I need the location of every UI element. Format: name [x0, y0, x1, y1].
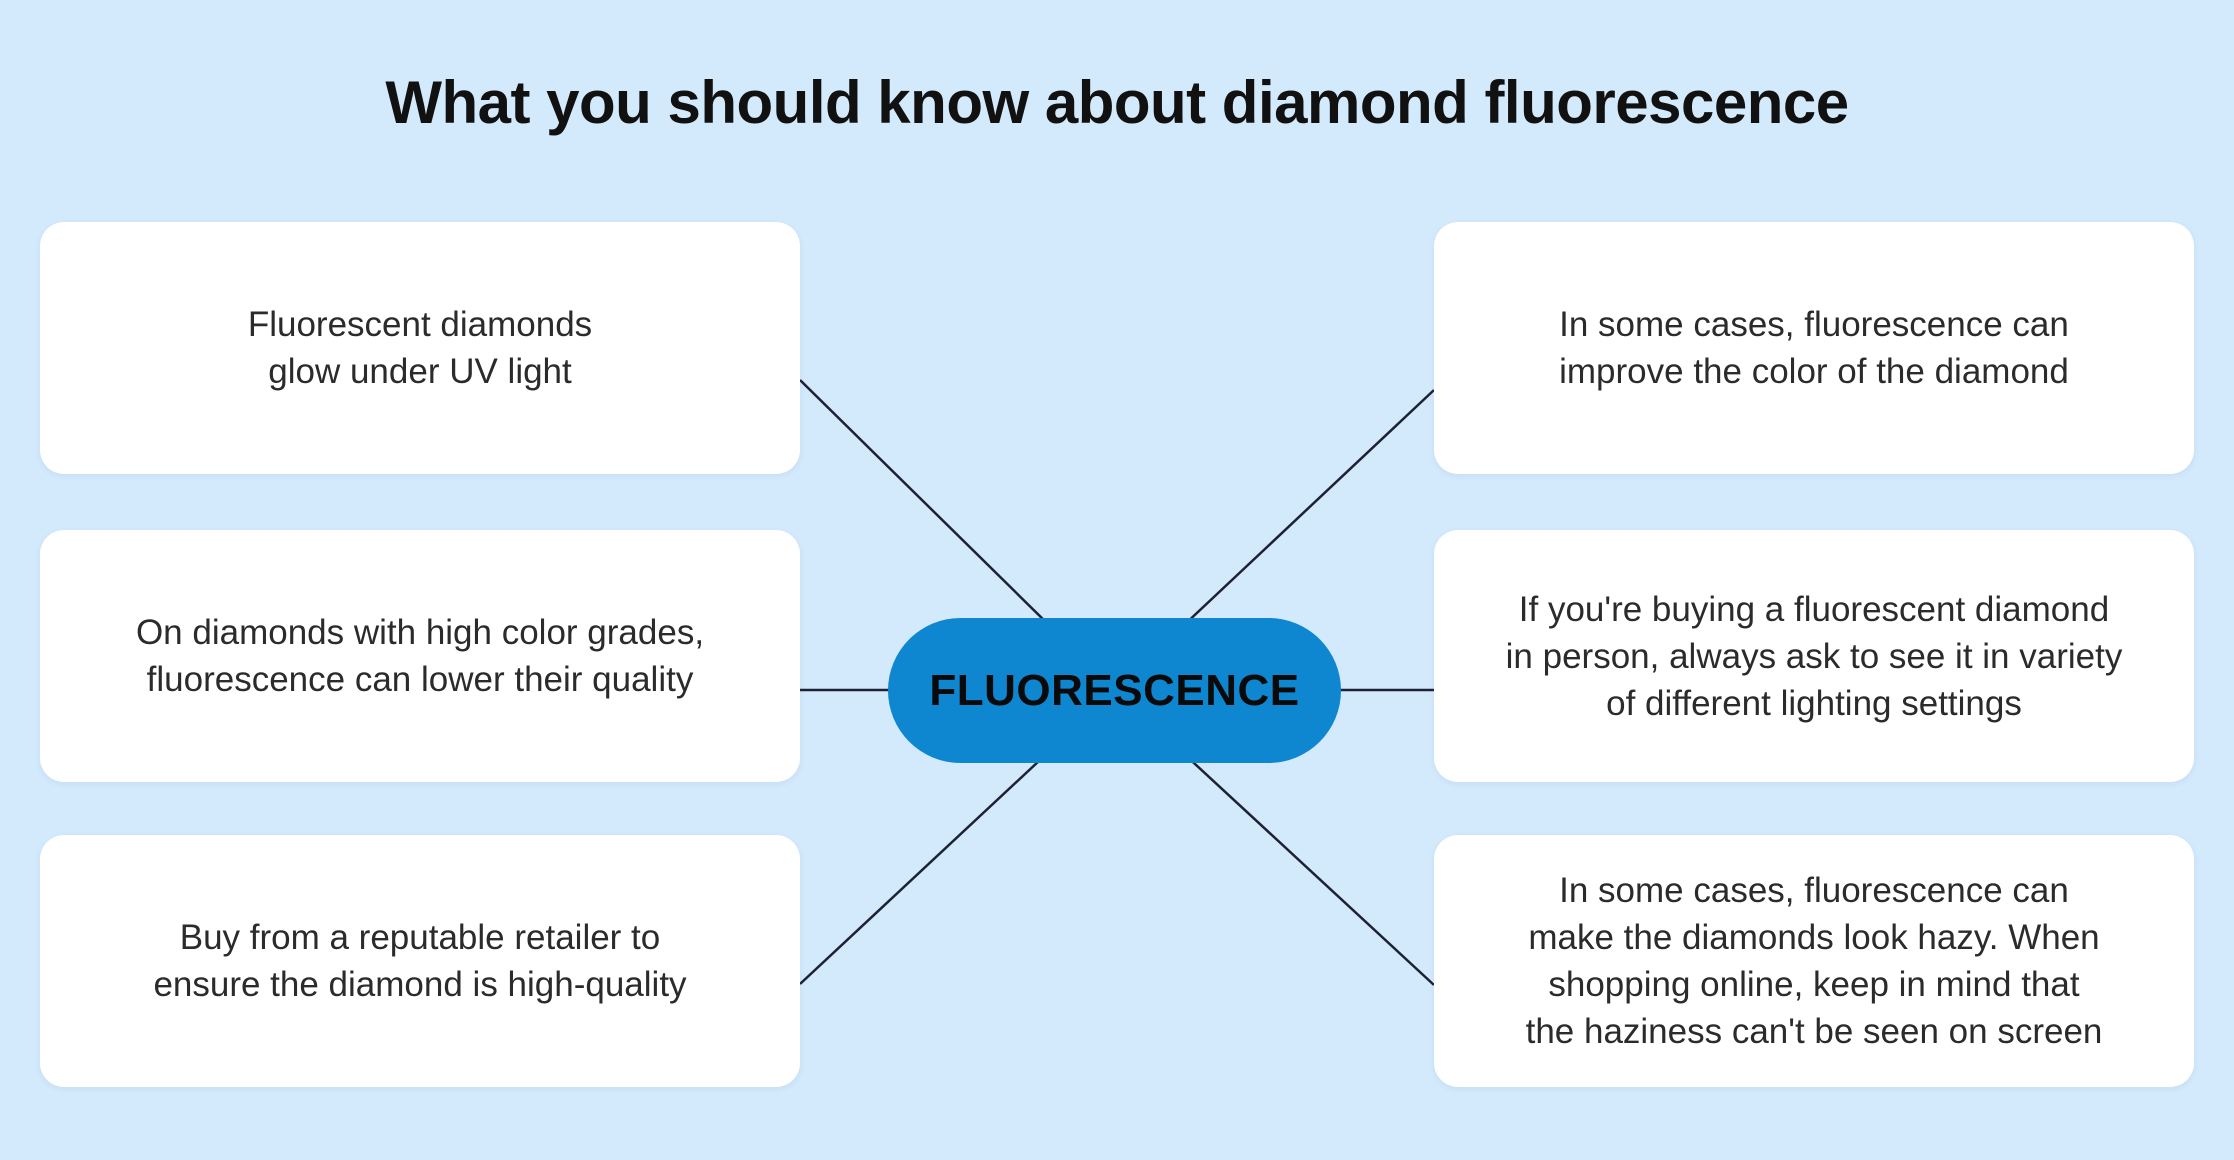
- info-card-reputable-retailer: Buy from a reputable retailer to ensure …: [40, 835, 800, 1087]
- page-title: What you should know about diamond fluor…: [385, 69, 1849, 136]
- info-card-text: On diamonds with high color grades, fluo…: [135, 613, 705, 699]
- info-card-lower-quality: On diamonds with high color grades, fluo…: [40, 530, 800, 782]
- info-card-hazy-diamonds: In some cases, fluorescence can make the…: [1434, 835, 2194, 1087]
- info-card-lighting-settings: If you're buying a fluorescent diamond i…: [1434, 530, 2194, 782]
- info-card-glow-under-uv: Fluorescent diamonds glow under UV light: [40, 222, 800, 474]
- info-card-text: Fluorescent diamonds glow under UV light: [247, 305, 593, 391]
- info-card-text: In some cases, fluorescence can make the…: [1525, 871, 2103, 1051]
- info-card-improve-color: In some cases, fluorescence can improve …: [1434, 222, 2194, 474]
- info-card-text: If you're buying a fluorescent diamond i…: [1505, 589, 2123, 723]
- central-node-fluorescence: FLUORESCENCE: [888, 618, 1341, 763]
- info-card-text: Buy from a reputable retailer to ensure …: [153, 918, 687, 1004]
- central-node-label: FLUORESCENCE: [929, 665, 1300, 715]
- info-card-text: In some cases, fluorescence can improve …: [1559, 305, 2069, 391]
